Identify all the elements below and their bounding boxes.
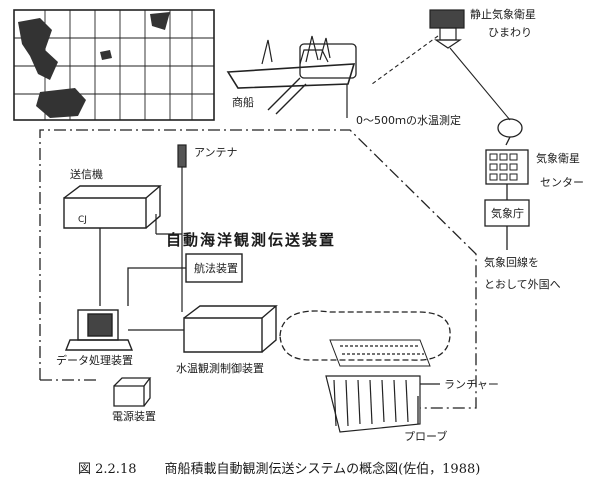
loop-cable — [279, 310, 451, 361]
transmitter-box: CJ — [63, 185, 162, 229]
satellite — [429, 9, 465, 49]
terminal — [64, 309, 134, 351]
ocean-map — [13, 9, 215, 121]
power-label: 電源装置 — [112, 410, 156, 423]
ship-inset-box — [299, 43, 357, 79]
line-label-2: とおして外国へ — [484, 278, 561, 291]
nav-label: 航法装置 — [194, 262, 238, 275]
launcher — [325, 339, 431, 433]
probe-label: プローブ — [404, 430, 448, 443]
depth-label: 0～500ｍの水温測定 — [356, 114, 461, 127]
satellite-to-center — [449, 47, 511, 121]
controller-box — [183, 305, 278, 353]
ship-pointer — [267, 77, 307, 115]
caption-number: 図 2.2.18 — [78, 462, 137, 477]
antenna — [155, 144, 187, 312]
data-proc-label: データ処理装置 — [56, 354, 133, 367]
dish — [497, 118, 523, 146]
system-title: 自動海洋観測伝送装置 — [166, 231, 337, 249]
power-box — [113, 377, 152, 407]
weather-center-label-1: 気象衛星 — [536, 152, 580, 165]
caption-text: 商船積載自動観測伝送システムの概念図(佐伯，1988) — [164, 462, 481, 477]
antenna-label: アンテナ — [194, 146, 238, 159]
satellite-label: 静止気象衛星 — [470, 8, 536, 21]
ship-hull — [226, 63, 356, 89]
weather-center-label-2: センター — [540, 176, 584, 189]
temp-ctrl-label: 水温観測制御装置 — [176, 362, 264, 375]
weather-center-windows — [489, 153, 518, 181]
jma-label: 気象庁 — [491, 207, 524, 220]
ship-label: 商船 — [232, 96, 254, 109]
satellite-to-ship — [371, 35, 439, 85]
svg-text:CJ: CJ — [78, 215, 87, 225]
himawari-label: ひまわり — [488, 26, 532, 39]
system-enclosure — [39, 129, 477, 409]
figure-caption: 図 2.2.18 商船積載自動観測伝送システムの概念図(佐伯，1988) — [78, 458, 508, 477]
nav-connector — [127, 267, 186, 306]
map-landmass — [18, 12, 170, 118]
ship-superstructure — [261, 35, 331, 65]
launcher-label: ランチャー — [444, 378, 499, 391]
line-label-1: 気象回線を — [484, 256, 539, 269]
transmitter-label: 送信機 — [70, 168, 103, 181]
